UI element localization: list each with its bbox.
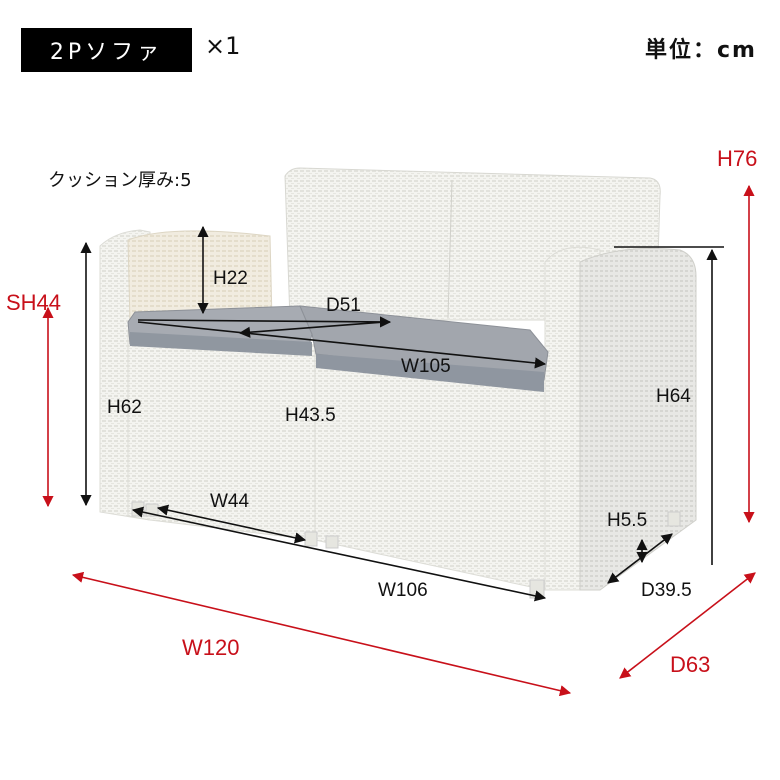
seat-front-height-label: H43.5 xyxy=(285,405,336,426)
overall-height-label: H76 xyxy=(717,146,758,171)
quantity-label: ×1 xyxy=(205,32,241,60)
unit-label: 単位：cm xyxy=(645,38,757,63)
overall-depth-label: D63 xyxy=(670,652,711,677)
cushion-thickness-note: クッション厚み:5 xyxy=(48,170,192,191)
seat-depth-label: D51 xyxy=(326,295,361,316)
leg-height-label: H5.5 xyxy=(607,510,648,531)
armrest-above-cushion-label: H22 xyxy=(213,268,248,289)
sofa-image xyxy=(99,167,697,599)
armrest-height-label: H64 xyxy=(656,386,691,407)
front-height-label: H62 xyxy=(107,397,142,418)
overall-dimension-lines xyxy=(42,184,756,697)
base-width-label: W106 xyxy=(378,580,428,601)
seat-width-label: W105 xyxy=(401,356,451,377)
product-label-badge: 2Pソファ xyxy=(21,28,192,72)
seat-height-label: SH44 xyxy=(6,290,62,315)
base-depth-label: D39.5 xyxy=(641,580,692,601)
overall-width-label: W120 xyxy=(182,635,240,660)
cushion-width-label: W44 xyxy=(210,491,250,512)
